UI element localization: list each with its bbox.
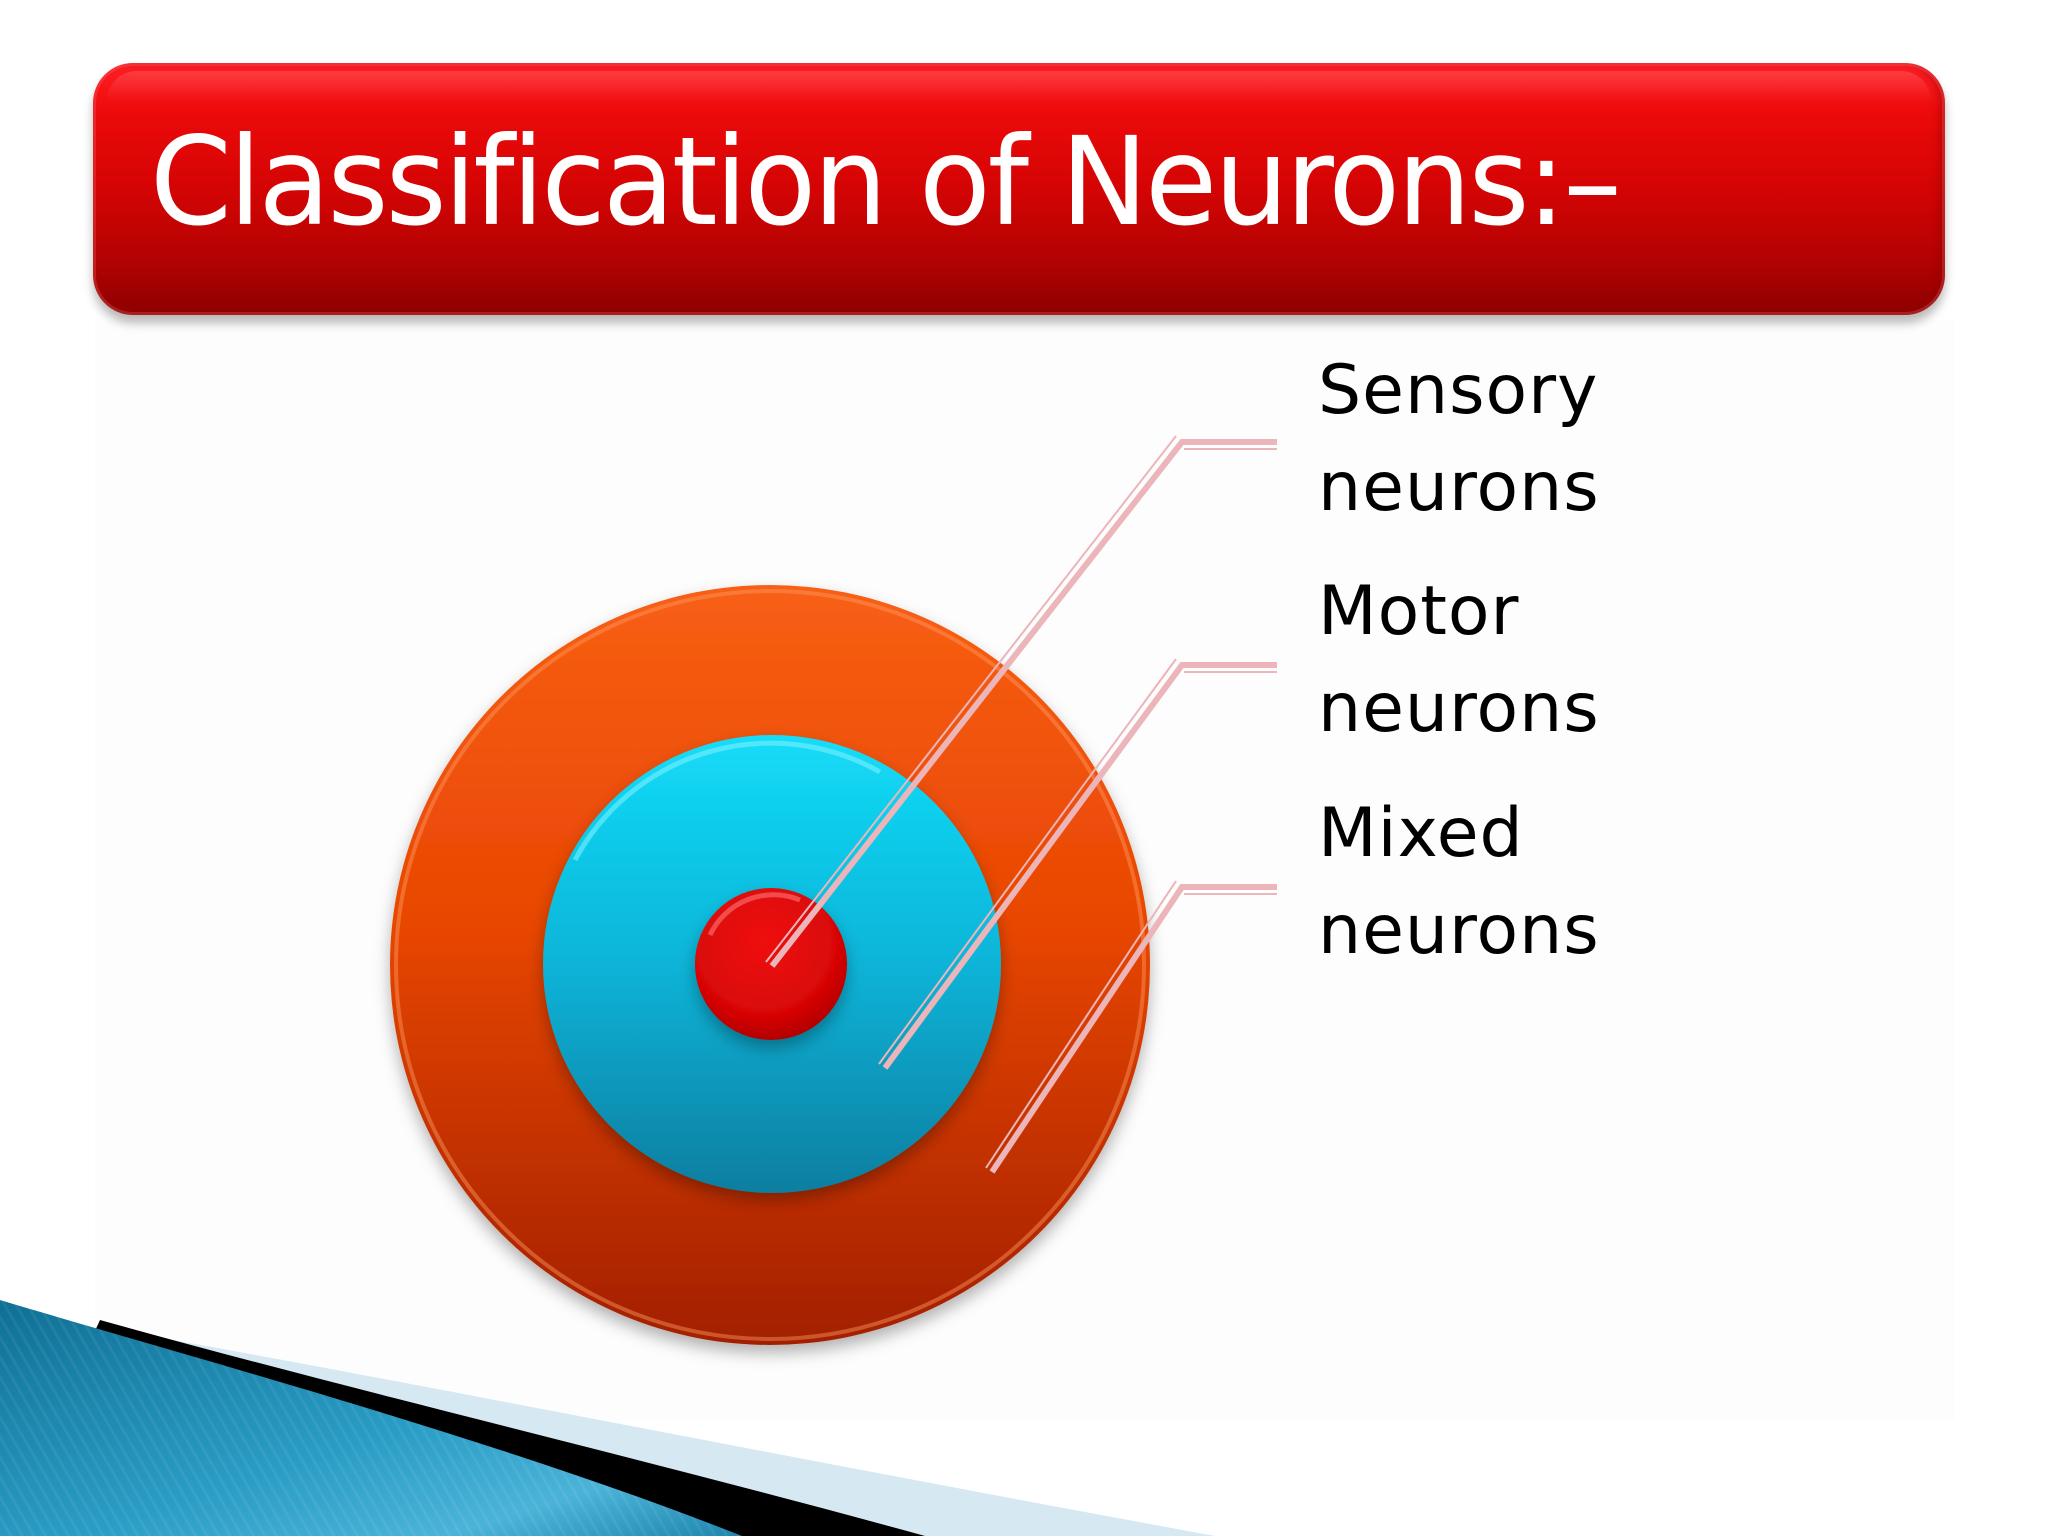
leader-line-mixed [985, 880, 1277, 1174]
label-sensory-line2: neurons [1318, 448, 1600, 527]
slide-title: Classification of Neurons:– [150, 111, 1622, 253]
label-sensory-line1: Sensory [1318, 351, 1599, 430]
label-mixed-line2: neurons [1318, 891, 1600, 970]
leader-line-sensory [765, 435, 1277, 968]
label-motor-line2: neurons [1318, 669, 1600, 748]
leader-line-motor [878, 658, 1277, 1070]
label-mixed-line1: Mixed [1318, 794, 1524, 873]
label-mixed-neurons: Mixed neurons [1318, 785, 1600, 979]
label-motor-line1: Motor [1318, 572, 1520, 651]
label-sensory-neurons: Sensory neurons [1318, 342, 1600, 536]
title-bar: Classification of Neurons:– [93, 63, 1945, 315]
label-motor-neurons: Motor neurons [1318, 563, 1600, 757]
